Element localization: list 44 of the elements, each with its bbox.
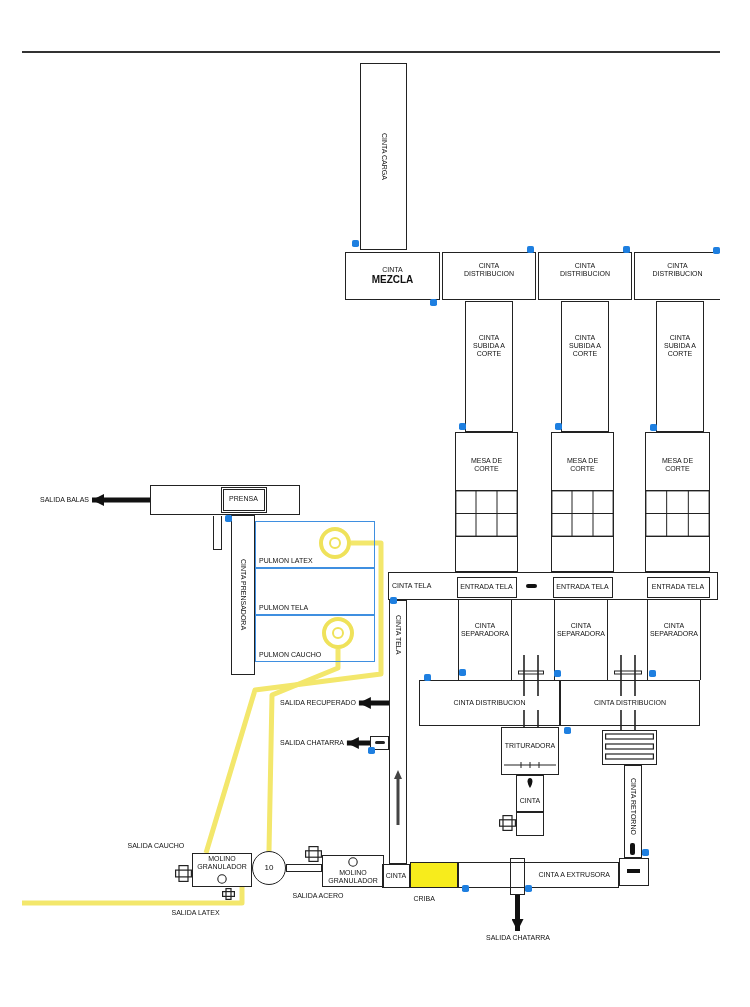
cutting-table (645, 432, 710, 572)
conveyor-belt (560, 680, 700, 726)
storage-zone (255, 521, 375, 568)
conveyor-section (456, 576, 517, 598)
link-conveyor (286, 864, 322, 872)
duct-line (22, 887, 245, 906)
conveyor-belt (231, 515, 255, 675)
conveyor-section (552, 576, 613, 598)
conveyor-belt (538, 252, 632, 300)
conveyor-belt (561, 301, 609, 432)
gate-frame (510, 858, 525, 895)
transfer-box (619, 858, 649, 886)
cyclone-ring (321, 616, 354, 649)
duct-line (203, 540, 384, 854)
conveyor-section (646, 576, 710, 598)
conveyor-belt (458, 862, 619, 888)
press-housing (220, 486, 267, 513)
conveyor-belt (634, 252, 720, 300)
arrow (358, 697, 389, 709)
cutting-table (455, 432, 518, 572)
conveyor-belt (345, 252, 440, 300)
inclined-conveyor (389, 600, 407, 864)
conveyor-belt (465, 301, 513, 432)
equipment-label: 10 (264, 863, 274, 873)
conveyor-belt (388, 572, 718, 600)
conveyor-belt (656, 301, 704, 432)
motor-box (516, 812, 544, 836)
cyclone-ring (318, 526, 351, 559)
duct-line (266, 648, 341, 852)
conveyor-belt (382, 864, 410, 888)
conveyor-belt (624, 765, 642, 858)
shredder-machine (501, 727, 559, 775)
arrow (92, 494, 150, 506)
conveyor-belt (360, 63, 407, 250)
press-unit (150, 485, 300, 515)
arrow (511, 895, 524, 931)
storage-zone (255, 615, 375, 662)
cutting-table (551, 432, 614, 572)
storage-zone (255, 568, 375, 615)
equipment-label: MEZCLA (371, 274, 414, 286)
conveyor-belt (442, 252, 536, 300)
conveyor-belt (516, 775, 544, 812)
conveyor-belt (419, 680, 560, 726)
arrow (346, 737, 370, 749)
